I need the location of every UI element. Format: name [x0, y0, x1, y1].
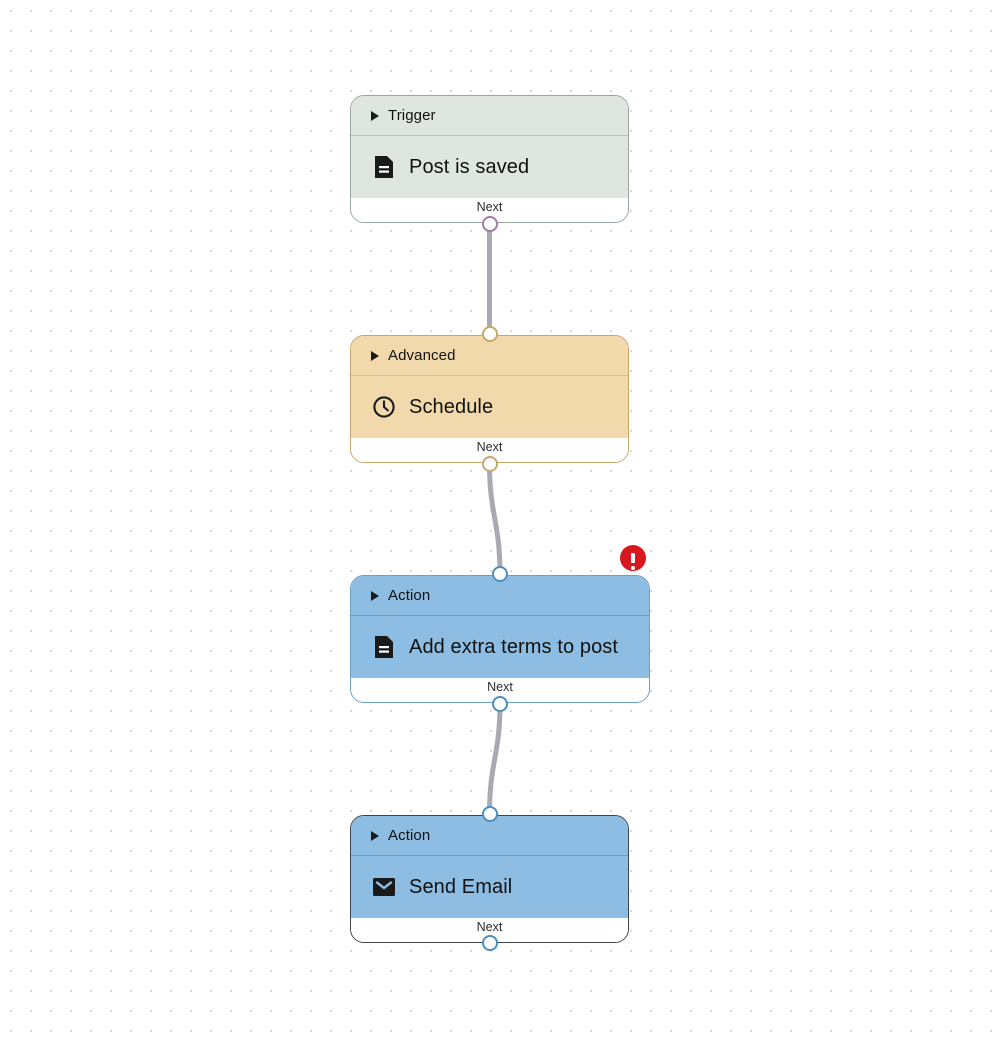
clock-icon [371, 394, 397, 420]
node-action-add-extra-terms[interactable]: Action Add extra terms to post Next [350, 575, 650, 703]
node-action-send-email[interactable]: Action Send Email Next [350, 815, 629, 943]
chevron-right-icon[interactable] [371, 350, 379, 361]
chevron-right-icon[interactable] [371, 590, 379, 601]
document-icon [371, 154, 397, 180]
node-advanced-title: Schedule [409, 395, 494, 418]
connector-action-terms-to-action-email [487, 701, 503, 817]
exclamation-icon [631, 553, 635, 570]
chevron-right-icon[interactable] [371, 830, 379, 841]
envelope-icon [371, 874, 397, 900]
port-advanced-output[interactable] [481, 456, 498, 472]
node-trigger[interactable]: Trigger Post is saved Next [350, 95, 629, 223]
node-advanced-header-label: Advanced [388, 347, 456, 364]
port-action-email-input[interactable] [481, 806, 498, 822]
node-action-terms-body[interactable]: Add extra terms to post [351, 616, 649, 678]
node-action-email-title: Send Email [409, 875, 513, 898]
port-action-terms-output[interactable] [492, 696, 508, 712]
port-action-email-output[interactable] [481, 935, 498, 951]
connector-advanced-to-action-terms [487, 461, 503, 577]
port-trigger-output[interactable] [481, 216, 498, 232]
node-trigger-header[interactable]: Trigger [351, 96, 628, 136]
node-action-terms-header[interactable]: Action [351, 576, 649, 616]
node-action-terms-next-label: Next [487, 680, 513, 694]
node-advanced[interactable]: Advanced Schedule Next [350, 335, 629, 463]
node-action-terms-header-label: Action [388, 587, 431, 604]
node-action-email-header[interactable]: Action [351, 816, 628, 856]
node-action-email-header-label: Action [388, 827, 431, 844]
node-action-email-next-label: Next [476, 920, 503, 934]
node-advanced-next-label: Next [476, 440, 503, 454]
node-trigger-header-label: Trigger [388, 107, 436, 124]
node-trigger-body[interactable]: Post is saved [351, 136, 628, 198]
chevron-right-icon[interactable] [371, 110, 379, 121]
node-advanced-body[interactable]: Schedule [351, 376, 628, 438]
port-advanced-input[interactable] [481, 326, 498, 342]
document-icon [371, 634, 397, 660]
port-action-terms-input[interactable] [492, 566, 508, 582]
node-action-email-body[interactable]: Send Email [351, 856, 628, 918]
node-action-terms-title: Add extra terms to post [409, 635, 619, 658]
node-advanced-header[interactable]: Advanced [351, 336, 628, 376]
error-badge[interactable] [620, 545, 646, 571]
node-trigger-title: Post is saved [409, 155, 530, 178]
node-trigger-next-label: Next [476, 200, 503, 214]
